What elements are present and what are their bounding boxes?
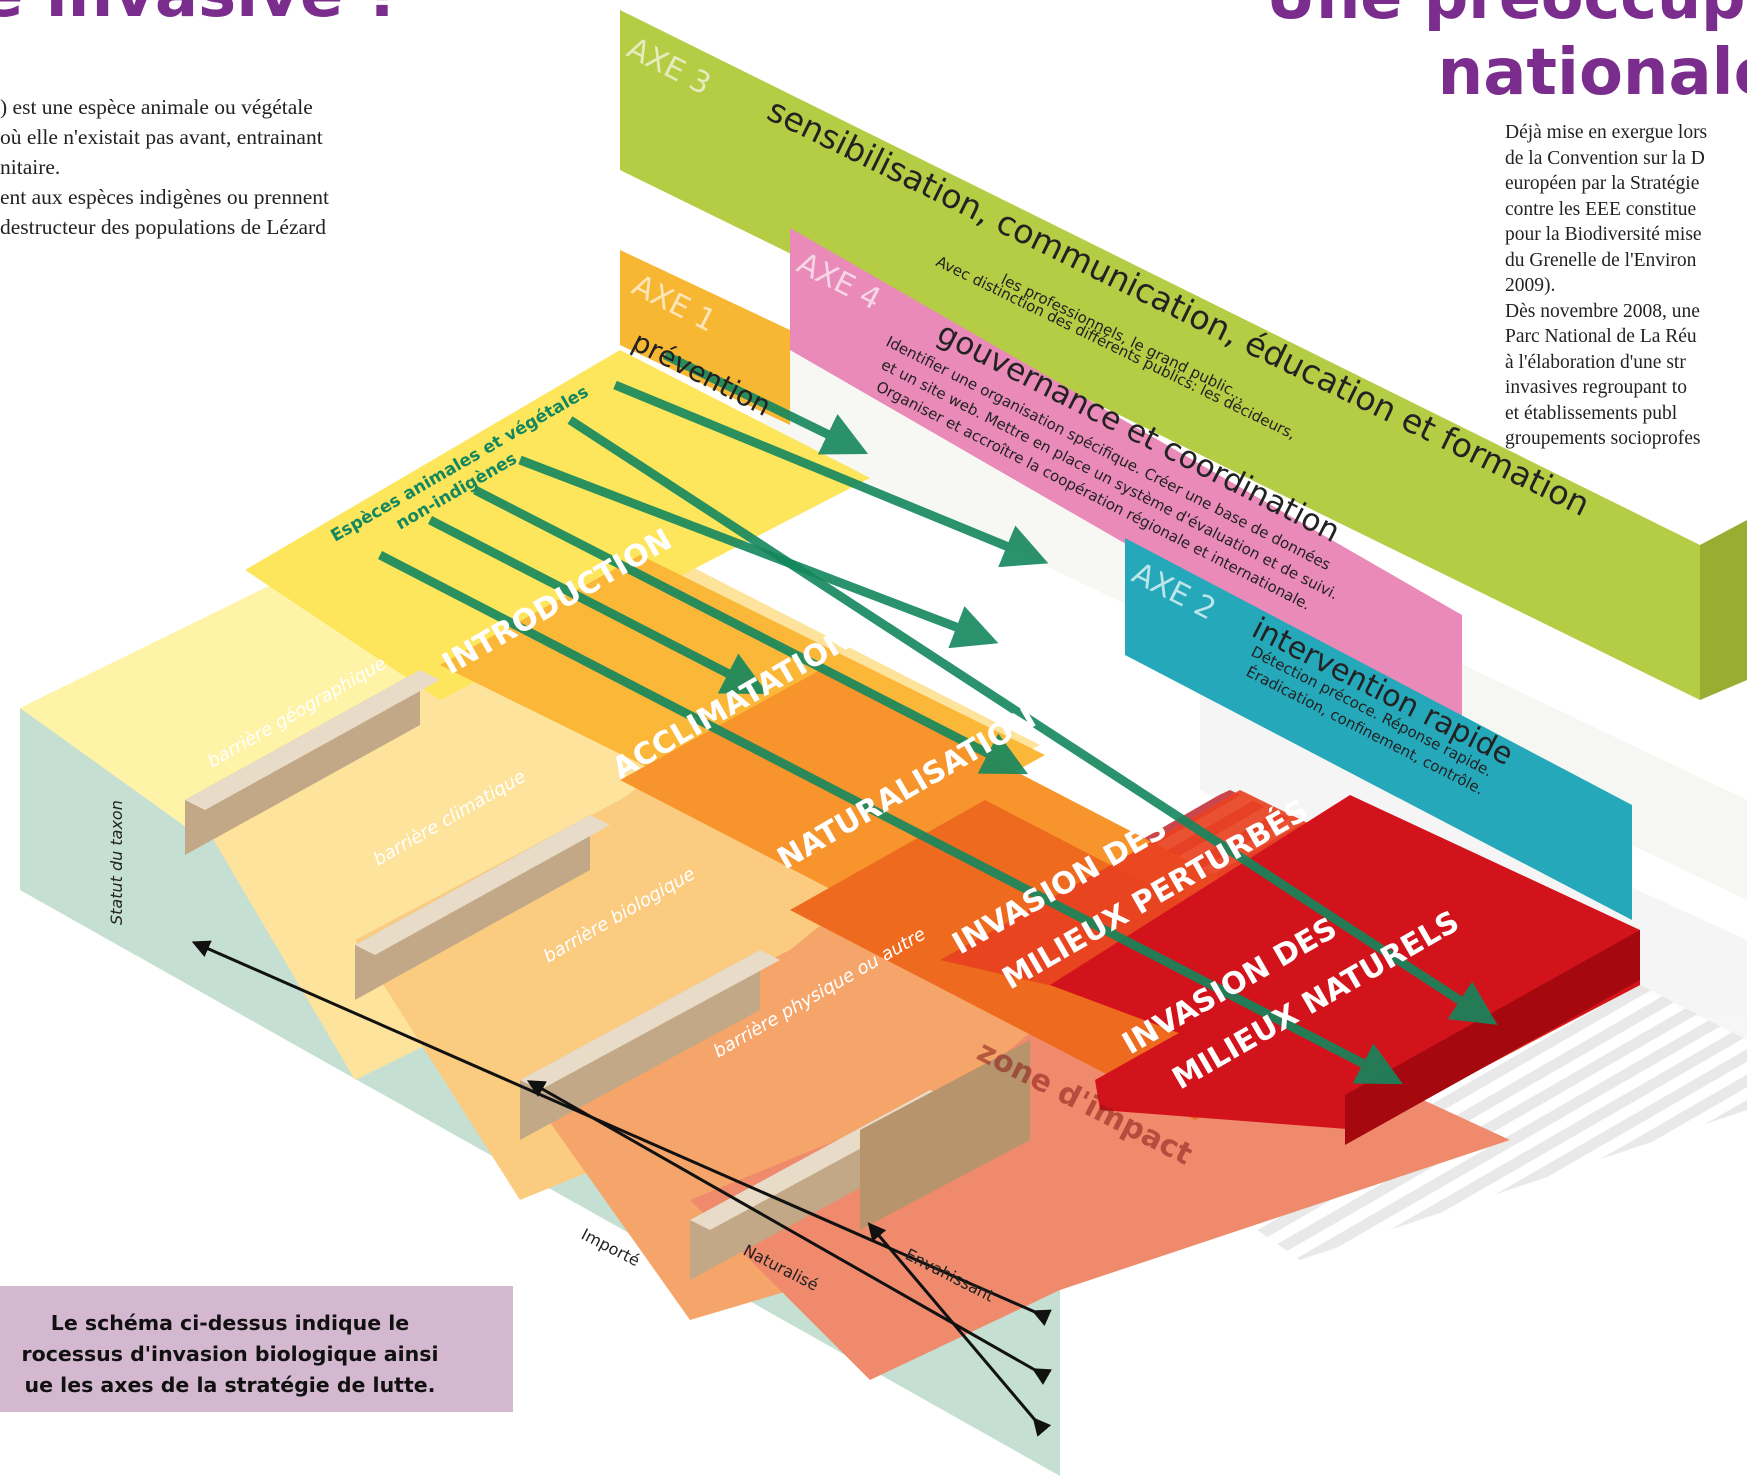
text-line: Parc National de La Réu: [1505, 326, 1697, 347]
text-line: où elle n'existait pas avant, entrainant: [0, 125, 323, 149]
axe-4-panel: [790, 228, 1462, 738]
text-line: et établissements publ: [1505, 402, 1678, 424]
process-arrow: [663, 350, 869, 455]
process-arrow: [613, 380, 1049, 568]
caption-line: Le schéma ci-dessus indique le: [50, 1311, 410, 1335]
caption-line: rocessus d'invasion biologique ainsi: [21, 1342, 439, 1366]
left-paragraph: ) est une espèce animale ou végétale où …: [0, 92, 329, 242]
caption-line: ue les axes de la stratégie de lutte.: [24, 1373, 436, 1397]
text-line: de la Convention sur la D: [1505, 147, 1705, 169]
text-line: invasives regroupant to: [1505, 377, 1687, 398]
text-line: 2009).: [1505, 275, 1556, 296]
process-arrow: [567, 416, 1498, 1025]
text-line: Dès novembre 2008, une: [1505, 300, 1700, 322]
text-line: groupements socioprofes: [1505, 428, 1701, 449]
status-arrow-envahissant: [867, 1222, 1052, 1437]
barrier-geographique: [185, 670, 440, 855]
right-paragraph: Déjà mise en exergue lors de la Conventi…: [1505, 120, 1707, 452]
page-title-right-line1: Une préoccupat: [1266, 0, 1747, 33]
text-line: ent aux espèces indigènes ou prennent: [0, 185, 329, 209]
process-arrow: [427, 515, 769, 695]
text-line: du Grenelle de l'Environ: [1505, 249, 1697, 271]
side-label-statut: Statut du taxon: [107, 800, 126, 925]
axe-1-panel: [620, 250, 790, 425]
caption-box: [0, 1286, 513, 1412]
text-line: pour la Biodiversité mise: [1505, 224, 1702, 245]
axe-2-panel: [1125, 538, 1632, 920]
page-title-right-line2: nationale: [1437, 36, 1747, 110]
process-arrow: [377, 551, 1403, 1085]
text-line: nitaire.: [0, 155, 61, 179]
process-arrow: [472, 485, 1029, 775]
process-arrow: [518, 455, 999, 649]
text-line: européen par la Stratégie: [1505, 173, 1700, 194]
text-line: ) est une espèce animale ou végétale: [0, 95, 313, 119]
text-line: destructeur des populations de Lézard: [0, 215, 326, 239]
diagram-caption: Le schéma ci-dessus indique le rocessus …: [0, 1308, 500, 1401]
axe-3-panel: [620, 10, 1747, 700]
page-title-left: e invasive ?: [0, 0, 403, 32]
text-line: Déjà mise en exergue lors: [1505, 122, 1708, 143]
text-line: à l'élaboration d'une str: [1505, 351, 1686, 373]
text-line: contre les EEE constitue: [1505, 198, 1697, 220]
